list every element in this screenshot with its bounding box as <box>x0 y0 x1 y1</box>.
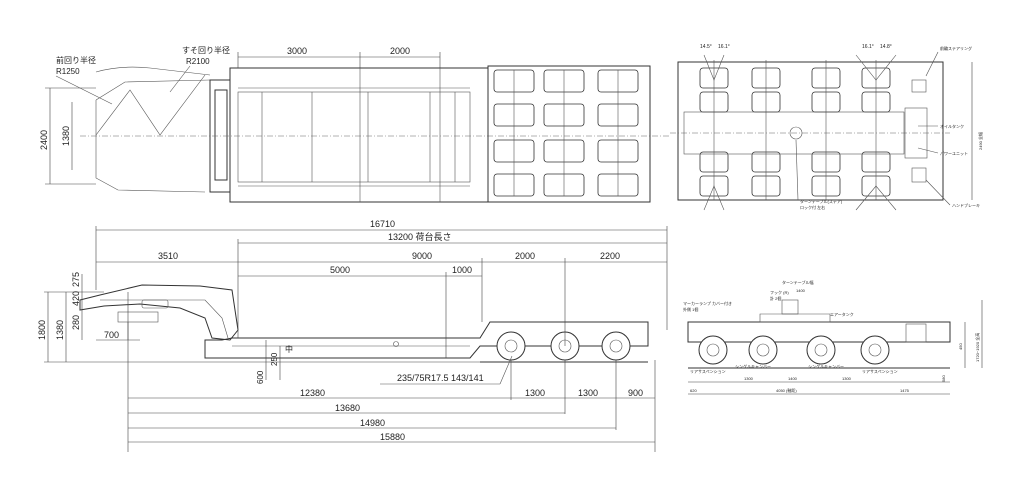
rear-dim-620: 620 <box>690 388 697 393</box>
plan-outline <box>677 61 944 201</box>
plan-label-power-unit: パワーユニット <box>940 151 968 156</box>
angle-4: 14.8° <box>880 44 892 50</box>
rear-dim-580: 580 <box>941 375 946 382</box>
side-dim-2200: 2200 <box>600 251 620 261</box>
angle-1: 14.5° <box>700 44 712 50</box>
top-view: 3000 2000 2400 1380 前回り半径 R1250 すそ回り半径 R… <box>39 45 670 203</box>
side-dim-1380: 1380 <box>55 320 65 340</box>
side-dim-15880: 15880 <box>380 432 405 442</box>
side-dim-13200: 13200 荷台長さ <box>388 231 452 242</box>
rear-label-marker: マーカーランプ カバー付き <box>683 300 732 306</box>
low-deck-side <box>204 321 649 359</box>
rear-label-air-tank: エアータンク <box>830 311 854 317</box>
rear-label-turntable: ターンテーブル幅 <box>782 279 814 285</box>
side-dim-1000: 1000 <box>452 265 472 275</box>
angle-2: 16.1° <box>718 44 730 50</box>
rear-label-turntable-val: 1400 <box>796 288 806 293</box>
rear-view: マーカーランプ カバー付き 外側 1個 フック (R) 計 2個 ターンテーブル… <box>683 279 983 395</box>
plan-label-turntable: ターンテーブル(ステア) <box>800 198 843 204</box>
gooseneck-side <box>79 284 239 341</box>
side-dim-1300-a: 1300 <box>525 388 545 398</box>
side-dim-280: 280 <box>71 315 81 330</box>
side-dim-16710: 16710 <box>370 219 395 229</box>
turn-radius-arc <box>95 66 211 76</box>
plan-label-turntable-sub: ロック付 左右 <box>800 204 825 210</box>
rear-label-single-left: シングルキャンバー <box>735 363 771 369</box>
rear-dim-1720: 1720~1920 全高 <box>974 333 980 362</box>
plan-label-hand-brake: ハンドブレーキ <box>952 202 980 208</box>
rear-dim-1300-b: 1300 <box>842 376 852 381</box>
rear-label-marker-sub: 外側 1個 <box>683 306 698 312</box>
rear-dim-1300-a: 1300 <box>744 376 754 381</box>
plan-label-top-right: 前輪ステアリング <box>940 45 972 51</box>
side-dim-14980: 14980 <box>360 418 385 428</box>
side-dim-12380: 12380 <box>300 388 325 398</box>
plan-label-oil-tank: オイルタンク <box>940 123 964 129</box>
tyre-spec: 235/75R17.5 143/141 <box>397 373 484 383</box>
plan-right-dim: 2490 全幅 <box>977 132 983 150</box>
rear-dim-1400: 1400 <box>788 376 798 381</box>
side-dim-420: 420 <box>71 291 81 306</box>
gooseneck-outline-upper <box>95 79 211 101</box>
top-view-wheel-group <box>487 65 651 203</box>
top-dim-2000: 2000 <box>390 46 410 56</box>
side-dim-250: 250 <box>270 352 279 366</box>
rear-dim-450: 450 <box>958 343 963 350</box>
plan-view: 14.5° 16.1° 16.1° 14.8° 前輪ステアリング オイルタンク … <box>670 44 983 211</box>
rear-label-suspension-left: リアサスペンション <box>690 368 726 374</box>
side-dim-900: 900 <box>628 388 643 398</box>
rear-label-single-right: シングルキャンバー <box>808 363 844 369</box>
turn-construction-lines <box>95 74 206 136</box>
front-turn-value: R1250 <box>56 67 80 76</box>
rear-dim-1475: 1475 <box>900 388 910 393</box>
svg-text:中: 中 <box>285 344 293 354</box>
side-dim-700: 700 <box>104 330 119 340</box>
rear-label-suspension-right: リアサスペンション <box>862 368 898 374</box>
rear-wheels <box>698 335 890 365</box>
side-dim-13680: 13680 <box>335 403 360 413</box>
rear-turn-value: R2100 <box>186 57 210 66</box>
rear-dim-4050: 4050 (軸距) <box>776 387 797 393</box>
side-dim-3510: 3510 <box>158 251 178 261</box>
top-dim-3000: 3000 <box>287 46 307 56</box>
plan-tyres <box>699 67 891 197</box>
rear-turn-label: すそ回り半径 <box>182 45 230 55</box>
side-dim-1300-b: 1300 <box>578 388 598 398</box>
deck-frame <box>237 91 471 183</box>
top-dim-2400: 2400 <box>39 130 49 150</box>
rear-deck <box>687 321 951 343</box>
side-dim-600: 600 <box>256 370 265 384</box>
rear-label-hook: フック (R) <box>770 289 789 295</box>
side-dim-9000: 9000 <box>412 251 432 261</box>
front-turn-label: 前回り半径 <box>56 55 96 65</box>
side-dim-1800: 1800 <box>37 320 47 340</box>
gooseneck-outline-lower <box>95 100 206 193</box>
gooseneck-inner <box>214 89 228 181</box>
top-dim-1380: 1380 <box>61 126 71 146</box>
side-dim-5000: 5000 <box>330 265 350 275</box>
side-dim-275: 275 <box>71 272 81 287</box>
side-wheels <box>496 331 631 361</box>
angle-3: 16.1° <box>862 44 874 50</box>
side-view: 中 16710 13200 荷台長さ 3510 5000 9000 1000 2… <box>37 219 668 452</box>
side-dim-2000: 2000 <box>515 251 535 261</box>
rear-label-hook-sub: 計 2個 <box>770 295 781 301</box>
